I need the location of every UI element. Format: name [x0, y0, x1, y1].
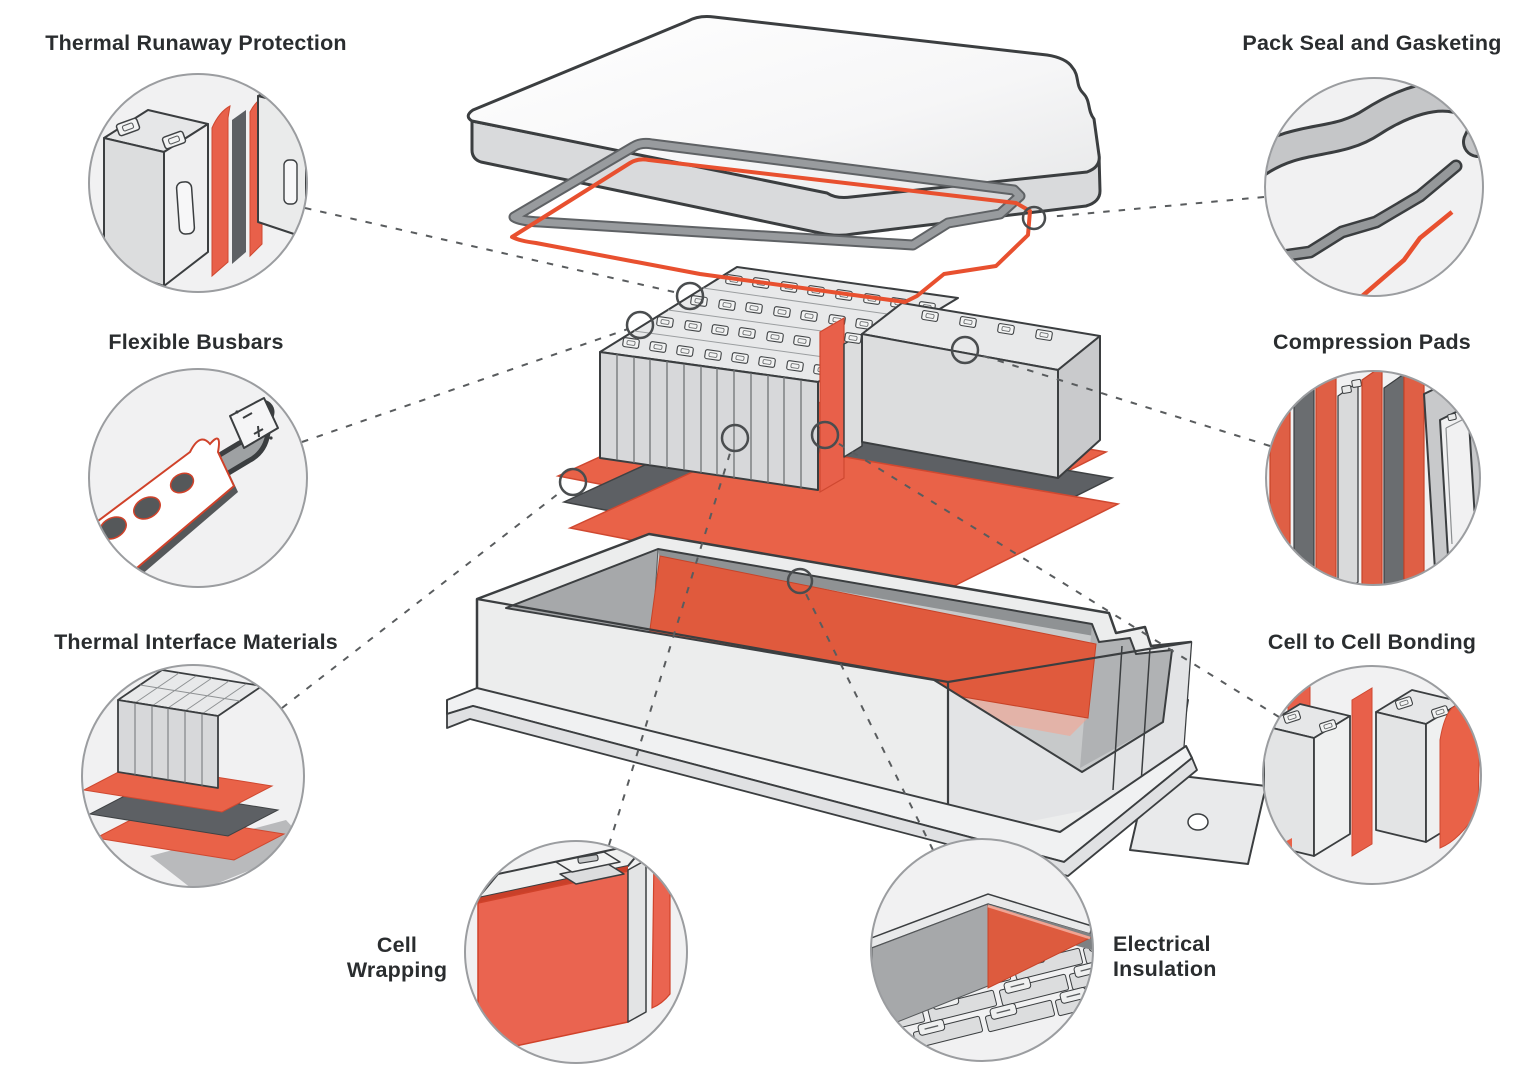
detail-cell-to-cell-bonding — [1262, 665, 1482, 885]
wrapped-single-cell-icon — [477, 841, 671, 1055]
detail-thermal-runaway-protection — [88, 73, 308, 293]
callout-connectors — [281, 196, 1280, 851]
anchor-cell-bonding — [810, 420, 840, 450]
detail-electrical-insulation — [870, 838, 1094, 1062]
connector-flexible-busbars — [301, 328, 629, 443]
label-compression-pads: Compression Pads — [1273, 330, 1471, 354]
anchor-compression-pads — [950, 335, 980, 365]
detail-flexible-busbars — [88, 368, 308, 588]
anchor-flexible-busbars — [625, 310, 655, 340]
detail-cell-wrapping — [464, 840, 688, 1064]
alternating-pads-cell-and-frame-icon — [1269, 371, 1480, 585]
callout-labels: Thermal Runaway Protection Pack Seal and… — [45, 31, 1501, 982]
tray-insulation-liner — [647, 555, 1097, 719]
connector-electrical-insulation — [805, 593, 934, 851]
module-divider-sheet — [819, 316, 845, 494]
label-electrical-insulation-line1: Electrical — [1113, 932, 1211, 956]
seal-ring — [510, 157, 1032, 304]
connector-cell-bonding — [835, 441, 1280, 718]
module-right-block — [861, 302, 1101, 479]
connector-thermal-interface — [281, 489, 564, 709]
detail-compression-pads — [1265, 370, 1481, 586]
cell-block-over-interface-sheets-icon — [82, 669, 304, 887]
callout-anchor-markers — [558, 205, 1047, 595]
label-thermal-interface-materials: Thermal Interface Materials — [54, 630, 338, 654]
label-electrical-insulation-line2: Insulation — [1113, 957, 1217, 981]
anchor-cell-wrapping — [720, 423, 750, 453]
anchor-thermal-interface — [558, 467, 588, 497]
cells-with-adhesive-sheets-icon — [1263, 679, 1481, 884]
pack-tray — [446, 532, 1267, 877]
label-pack-seal-gasketing: Pack Seal and Gasketing — [1242, 31, 1501, 55]
exploded-pack-illustration — [446, 15, 1267, 877]
detail-thermal-interface-materials — [81, 664, 305, 888]
anchor-electrical-insulation — [786, 567, 814, 595]
detail-pack-seal-gasketing — [1264, 77, 1484, 297]
connector-thermal-runaway — [304, 207, 675, 293]
anchor-pack-seal — [1021, 205, 1047, 231]
connector-pack-seal — [1047, 196, 1265, 218]
connector-cell-wrapping — [608, 449, 732, 846]
anchor-thermal-runaway — [675, 281, 705, 311]
label-cell-to-cell-bonding: Cell to Cell Bonding — [1268, 630, 1476, 654]
label-thermal-runaway-protection: Thermal Runaway Protection — [45, 31, 347, 55]
label-cell-wrapping-line1: Cell — [377, 933, 417, 957]
label-flexible-busbars: Flexible Busbars — [108, 330, 283, 354]
label-cell-wrapping-line2: Wrapping — [347, 958, 447, 982]
gasket-ring — [508, 137, 1026, 251]
tray-flange — [446, 687, 1198, 877]
pack-lid — [466, 15, 1102, 237]
connector-compression-pads — [976, 353, 1271, 447]
